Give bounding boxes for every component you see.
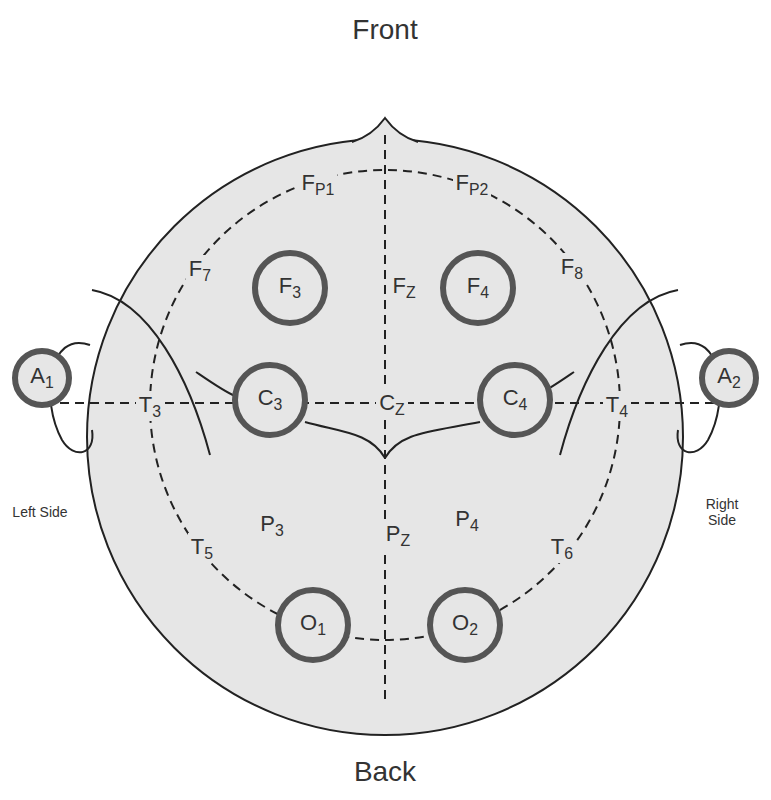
left-central-curve <box>305 422 385 458</box>
electrode-name: A2 <box>717 364 741 391</box>
left-inner-curve <box>196 372 235 396</box>
electrode-name: C4 <box>503 386 528 413</box>
electrode-label: F8 <box>558 253 586 284</box>
electrode-outline <box>235 365 305 435</box>
electrode-label: FP2 <box>453 169 492 200</box>
electrode-name: C3 <box>258 386 283 413</box>
electrode-outline <box>443 253 513 323</box>
electrode-name: F4 <box>467 274 489 301</box>
right-ear-curve <box>560 290 678 455</box>
electrode-label: P4 <box>452 505 482 536</box>
electrode-name: O2 <box>452 611 478 638</box>
electrode-name: O1 <box>300 611 326 638</box>
direction-label: Back <box>351 755 419 789</box>
electrode-outline <box>255 253 325 323</box>
electrode-outline <box>430 590 500 660</box>
electrode-label: T4 <box>603 391 631 422</box>
electrode-label: FZ <box>389 272 418 303</box>
left-ear-curve <box>92 290 210 455</box>
direction-label: Front <box>349 13 420 47</box>
electrode-circle: C3 <box>232 362 308 438</box>
electrode-circle: F4 <box>440 250 516 326</box>
electrode-label: T6 <box>548 533 576 564</box>
electrode-name: F3 <box>279 274 301 301</box>
electrode-label: PZ <box>383 520 413 551</box>
electrode-label: F7 <box>186 255 214 286</box>
electrode-circle: O2 <box>427 587 503 663</box>
right-central-curve <box>385 422 480 458</box>
electrode-outline <box>278 590 348 660</box>
electrode-name: A1 <box>30 364 54 391</box>
electrode-outline <box>702 351 756 405</box>
electrode-circle: A2 <box>699 348 759 408</box>
electrode-circle: C4 <box>477 362 553 438</box>
electrode-label: FP1 <box>299 169 338 200</box>
side-label: Right Side <box>691 495 753 529</box>
electrode-circle: F3 <box>252 250 328 326</box>
electrode-outline <box>15 351 69 405</box>
side-label: Left Side <box>9 503 71 521</box>
electrode-label: P3 <box>257 510 287 541</box>
electrode-outline <box>480 365 550 435</box>
electrode-circle: O1 <box>275 587 351 663</box>
electrode-label: T3 <box>136 391 164 422</box>
electrode-label: T5 <box>188 533 216 564</box>
electrode-circle: A1 <box>12 348 72 408</box>
electrode-label: CZ <box>376 389 408 420</box>
